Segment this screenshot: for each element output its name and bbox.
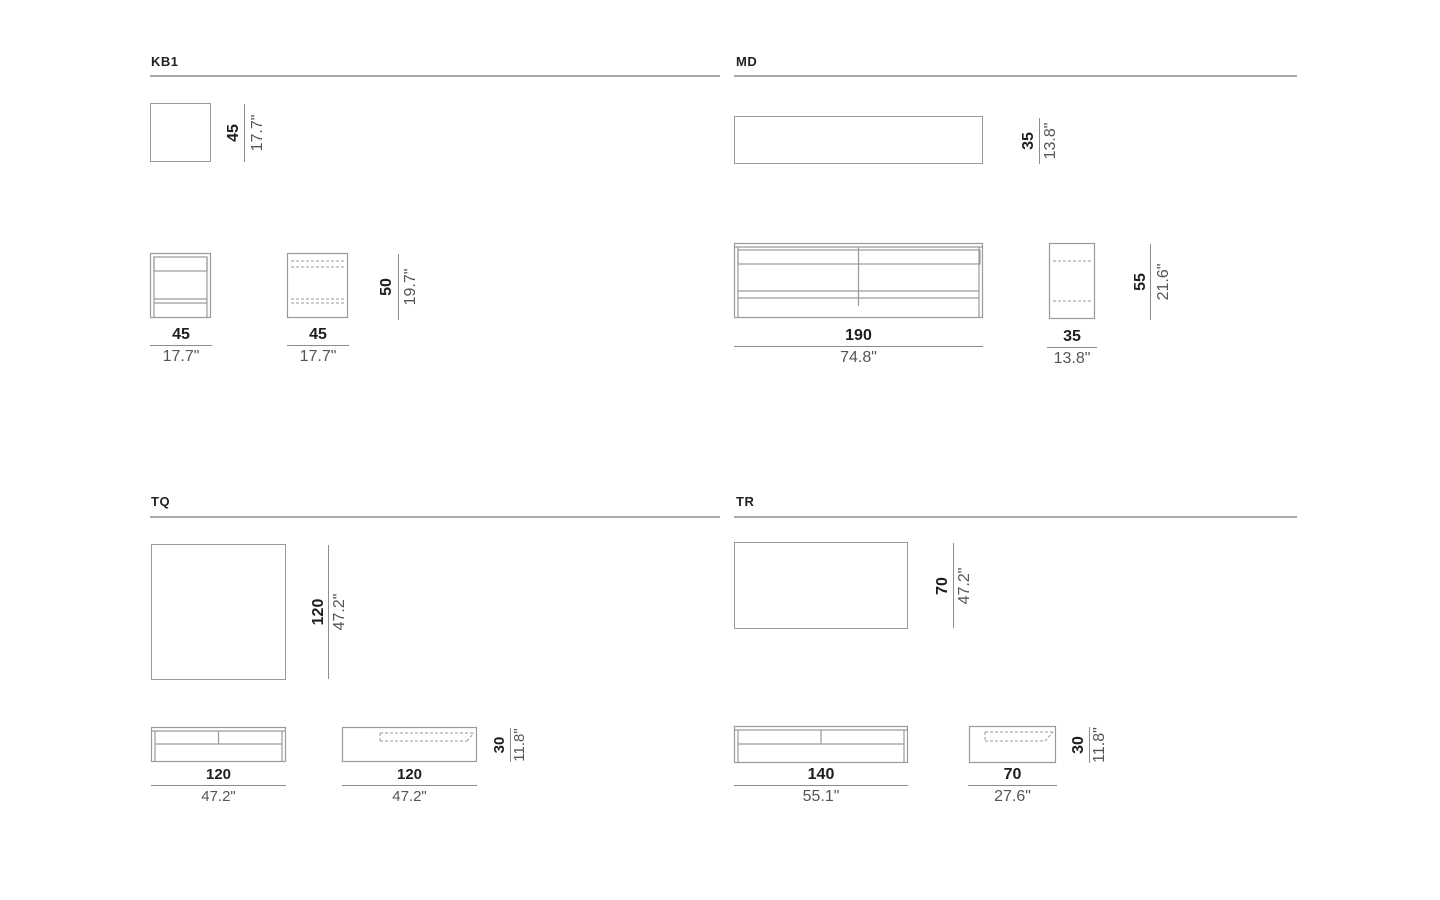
dimension-inches: 55.1" xyxy=(802,788,840,805)
dimension-line xyxy=(398,254,399,320)
dimension-line xyxy=(953,543,954,628)
dimension-inches: 17.7" xyxy=(299,348,337,365)
dimension-inches: 11.8" xyxy=(511,728,528,762)
tq-side-view xyxy=(341,726,478,763)
dimension-inches: 47.2" xyxy=(201,788,236,805)
tr-front-view xyxy=(733,725,909,764)
dimension-inches: 47.2" xyxy=(956,567,973,604)
dimension-cm: 70 xyxy=(934,576,951,595)
dimension-cm: 120 xyxy=(396,766,423,783)
tr-top-view xyxy=(734,542,908,629)
dimension-cm: 120 xyxy=(310,598,327,626)
kb1-side-width-dimension: 45 17.7" xyxy=(287,326,349,366)
md-top-view xyxy=(734,116,983,164)
dimension-line xyxy=(244,104,245,162)
md-side-height-dimension: 55 21.6" xyxy=(1127,244,1187,320)
kb1-side-height-dimension: 50 19.7" xyxy=(375,254,435,320)
dimension-inches: 27.6" xyxy=(994,788,1031,805)
dimension-line xyxy=(510,728,511,762)
kb1-top-view xyxy=(150,103,211,162)
dimension-inches: 17.7" xyxy=(249,114,266,152)
tq-front-width-dimension: 120 47.2" xyxy=(151,766,286,806)
dimension-inches: 74.8" xyxy=(840,349,877,366)
kb1-side-view xyxy=(286,252,349,319)
dimension-line xyxy=(1047,347,1097,348)
dimension-cm: 35 xyxy=(1063,328,1081,345)
kb1-front-width-dimension: 45 17.7" xyxy=(150,326,212,366)
section-rule-kb1 xyxy=(150,75,720,77)
dimension-cm: 45 xyxy=(225,124,242,142)
section-title-kb1: KB1 xyxy=(151,54,179,69)
dimension-cm: 140 xyxy=(807,766,835,783)
dimension-inches: 17.7" xyxy=(162,348,200,365)
dimension-cm: 70 xyxy=(1003,766,1022,783)
dimension-cm: 30 xyxy=(1070,736,1087,754)
section-rule-md xyxy=(734,75,1297,77)
tq-top-height-dimension: 120 47.2" xyxy=(305,545,365,679)
dimension-inches: 19.7" xyxy=(402,268,419,306)
tq-side-width-dimension: 120 47.2" xyxy=(342,766,477,806)
dimension-inches: 13.8" xyxy=(1042,122,1059,160)
dimension-inches: 13.8" xyxy=(1053,350,1091,367)
md-side-view xyxy=(1048,242,1096,320)
dimension-cm: 55 xyxy=(1132,273,1149,291)
section-rule-tq xyxy=(150,516,720,518)
tq-side-height-dimension: 30 11.8" xyxy=(487,728,547,762)
tr-side-height-dimension: 30 11.8" xyxy=(1066,727,1126,763)
dimension-line xyxy=(1039,118,1040,164)
dimension-cm: 45 xyxy=(172,326,190,343)
section-title-tr: TR xyxy=(736,494,755,509)
dimension-line xyxy=(287,345,349,346)
dimension-line xyxy=(1089,727,1090,763)
dimension-cm: 30 xyxy=(491,736,508,754)
kb1-top-height-dimension: 45 17.7" xyxy=(222,104,282,162)
dimension-cm: 190 xyxy=(845,327,872,344)
dimension-inches: 47.2" xyxy=(331,593,348,631)
dimension-cm: 45 xyxy=(309,326,327,343)
md-top-height-dimension: 35 13.8" xyxy=(1016,118,1076,164)
dimension-inches: 21.6" xyxy=(1155,263,1172,301)
section-rule-tr xyxy=(734,516,1297,518)
tq-top-view xyxy=(151,544,286,680)
section-title-tq: TQ xyxy=(151,494,171,509)
md-front-width-dimension: 190 74.8" xyxy=(734,327,983,367)
tr-top-height-dimension: 70 47.2" xyxy=(930,543,990,628)
dimension-line xyxy=(328,545,329,679)
dimension-line xyxy=(150,345,212,346)
tr-side-view xyxy=(968,725,1057,764)
dimension-cm: 35 xyxy=(1020,132,1037,150)
dimension-line xyxy=(968,785,1057,786)
dimension-inches: 47.2" xyxy=(392,788,427,805)
dimension-line xyxy=(342,785,477,786)
tq-front-view xyxy=(150,726,287,763)
md-side-width-dimension: 35 13.8" xyxy=(1047,328,1097,368)
dimension-line xyxy=(1150,244,1151,320)
dimension-inches: 11.8" xyxy=(1091,727,1108,763)
kb1-front-view xyxy=(149,252,212,319)
tr-side-width-dimension: 70 27.6" xyxy=(968,766,1057,806)
dimension-line xyxy=(151,785,286,786)
dimension-cm: 120 xyxy=(205,766,232,783)
md-front-view xyxy=(733,242,984,319)
dimension-line xyxy=(734,785,908,786)
dimension-line xyxy=(734,346,983,347)
tr-front-width-dimension: 140 55.1" xyxy=(734,766,908,806)
section-title-md: MD xyxy=(736,54,758,69)
dimension-cm: 50 xyxy=(378,278,395,296)
